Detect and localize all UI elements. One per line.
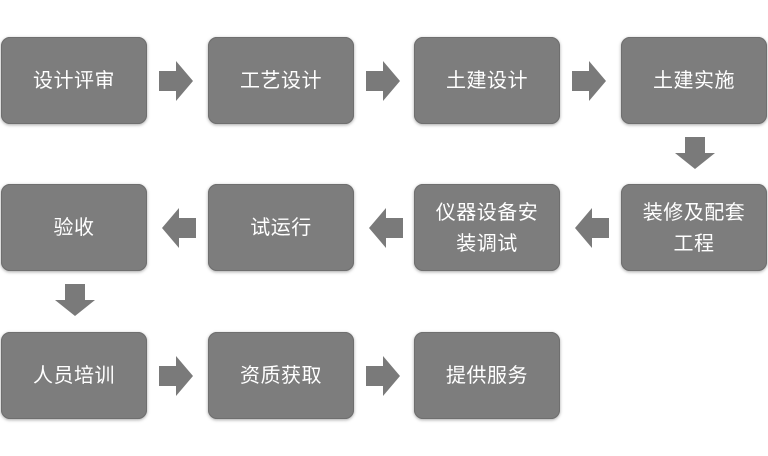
step-label: 装修及配套工程 <box>642 199 746 255</box>
step-label: 土建实施 <box>653 68 735 92</box>
step-label: 土建设计 <box>446 68 528 92</box>
step-label: 工艺设计 <box>240 68 322 92</box>
arrow-down-icon <box>55 284 95 316</box>
step-label: 设计评审 <box>33 68 115 92</box>
step-process-design: 工艺设计 <box>208 37 354 124</box>
step-label: 试运行 <box>250 215 312 239</box>
arrow-right-icon <box>159 61 193 101</box>
arrow-down-icon <box>675 137 715 169</box>
arrow-right-icon <box>366 61 400 101</box>
arrow-right-icon <box>366 356 400 396</box>
step-trial-run: 试运行 <box>208 184 354 271</box>
step-label: 提供服务 <box>446 363 528 387</box>
step-label: 仪器设备安装调试 <box>435 199 539 255</box>
step-label: 验收 <box>53 215 95 239</box>
step-decoration-works: 装修及配套工程 <box>621 184 767 271</box>
step-design-review: 设计评审 <box>1 37 147 124</box>
step-equipment-install: 仪器设备安装调试 <box>414 184 560 271</box>
arrow-right-icon <box>572 61 606 101</box>
step-staff-training: 人员培训 <box>1 332 147 419</box>
step-civil-design: 土建设计 <box>414 37 560 124</box>
arrow-right-icon <box>159 356 193 396</box>
arrow-left-icon <box>162 208 196 248</box>
step-label: 资质获取 <box>240 363 322 387</box>
step-qualification: 资质获取 <box>208 332 354 419</box>
arrow-left-icon <box>575 208 609 248</box>
step-civil-construction: 土建实施 <box>621 37 767 124</box>
step-label: 人员培训 <box>33 363 115 387</box>
arrow-left-icon <box>369 208 403 248</box>
step-acceptance: 验收 <box>1 184 147 271</box>
step-service-provision: 提供服务 <box>414 332 560 419</box>
